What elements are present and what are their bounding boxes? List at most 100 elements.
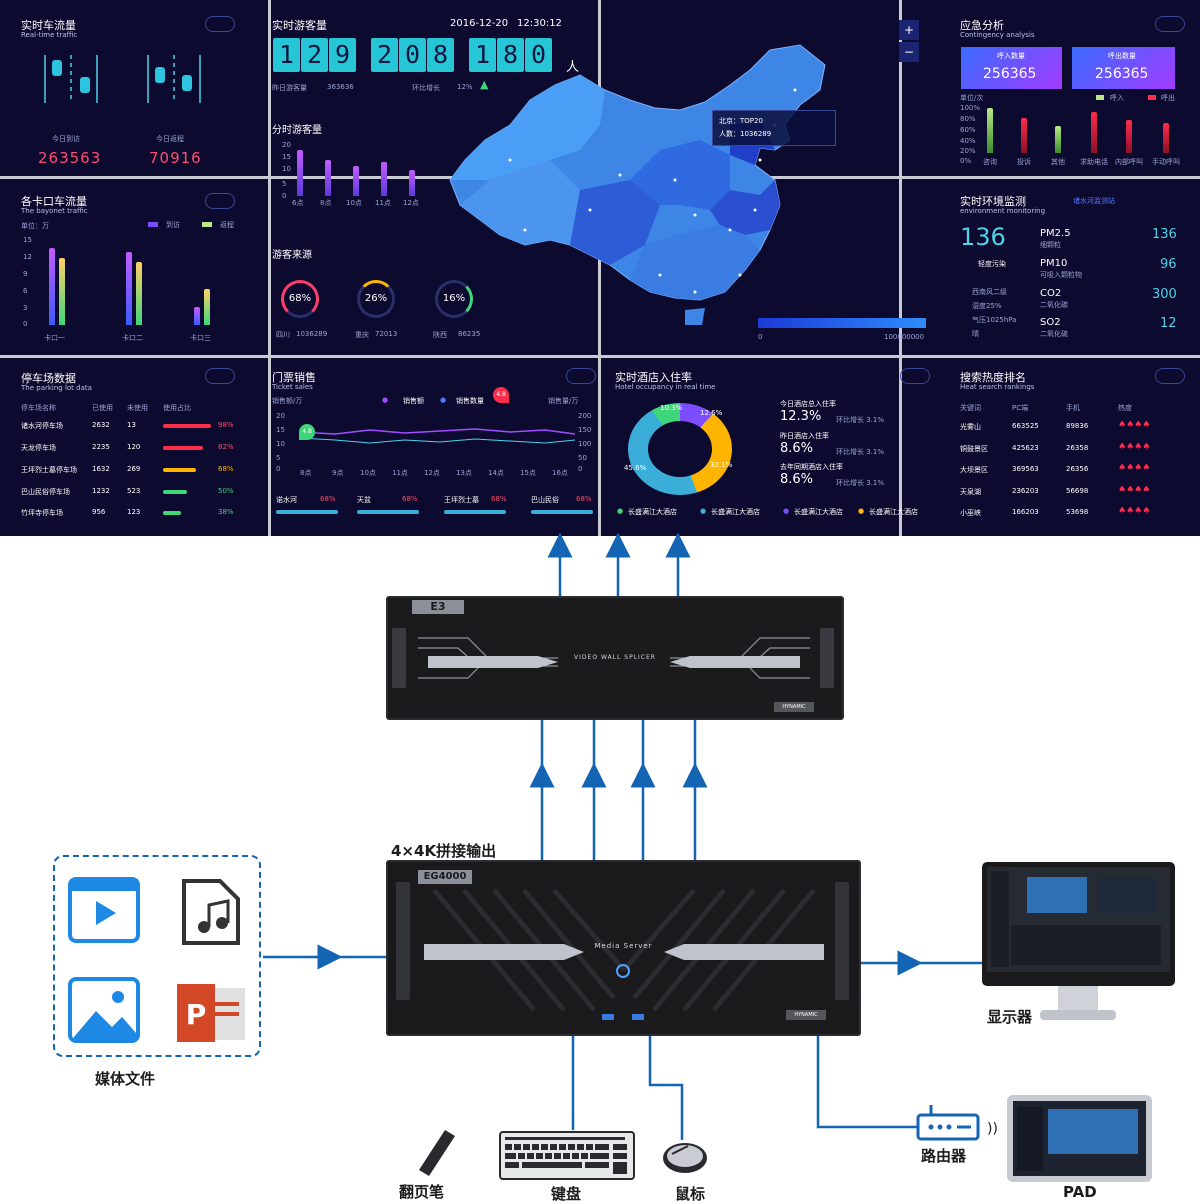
search-cell: 天泉湖 <box>960 488 981 496</box>
counter-digit: 8 <box>427 38 454 72</box>
source-pct: 16% <box>442 293 466 304</box>
bayonet-bar <box>59 258 65 325</box>
hourly-x-tick: 12点 <box>403 199 419 207</box>
hourly-x-tick: 6点 <box>292 199 304 207</box>
emergency-bar <box>1091 112 1097 153</box>
hourly-y-tick: 10 <box>282 165 291 173</box>
hotel-donut-hole <box>648 421 712 477</box>
counter-digit: 2 <box>371 38 398 72</box>
hourly-bar <box>381 162 387 196</box>
search-cell: 铜鼓景区 <box>960 445 988 453</box>
china-map <box>449 44 826 325</box>
hotel-title: 实时酒店入住率 <box>615 371 692 384</box>
search-header: 关键词 <box>960 404 981 412</box>
emergency-subtitle: Contingency analysis <box>960 31 1035 39</box>
panel-toggle[interactable] <box>205 193 235 209</box>
tickets-right-axis: 销售量/万 <box>548 397 579 405</box>
tickets-x-tick: 15点 <box>520 469 536 477</box>
tile-border <box>0 355 1200 358</box>
parking-cell: 68% <box>218 465 234 473</box>
emergency-x-tick: 投诉 <box>1017 158 1031 166</box>
splicer-model: E3 <box>412 600 464 614</box>
mouse-icon <box>663 1143 707 1173</box>
hourly-x-tick: 11点 <box>375 199 391 207</box>
usb-port[interactable] <box>632 1014 644 1020</box>
tickets-y2-tick: 50 <box>578 454 587 462</box>
hotel-ring-note: 环比增长 3.1% <box>836 479 885 487</box>
zoom-in-button[interactable]: + <box>899 20 919 40</box>
panel-toggle[interactable] <box>1155 16 1185 32</box>
bayonet-title: 各卡口车流量 <box>21 195 87 208</box>
env-item-value: 300 <box>1152 287 1177 302</box>
rack-handle <box>392 628 406 688</box>
hourly-bar <box>353 166 359 196</box>
today-out-value: 70916 <box>149 149 202 167</box>
donut-label: 45.6% <box>624 464 647 472</box>
panel-toggle[interactable] <box>1155 368 1185 384</box>
zoom-out-button[interactable]: − <box>899 42 919 62</box>
call-out-value: 256365 <box>1095 66 1149 82</box>
parking-header: 停车场名称 <box>21 404 56 412</box>
screen-timeline <box>1011 925 1161 965</box>
circuit-pattern <box>418 637 810 679</box>
monitor <box>982 862 1175 986</box>
tickets-y-tick: 15 <box>276 426 285 434</box>
traffic-title: 实时车流量 <box>21 19 76 32</box>
tickets-y2-tick: 0 <box>578 465 583 473</box>
hourly-y-tick: 15 <box>282 153 291 161</box>
ticket-pct: 68% <box>320 495 336 503</box>
emergency-x-tick: 咨询 <box>983 158 997 166</box>
search-cell: 53698 <box>1066 508 1089 516</box>
counter-digit: 0 <box>399 38 426 72</box>
legend-dot-icon: ● <box>617 507 624 515</box>
source-city: 陕西 <box>433 331 447 339</box>
growth-value: 12% <box>457 83 473 91</box>
source-title: 游客来源 <box>272 250 312 261</box>
parking-cell: 82% <box>218 443 234 451</box>
bayonet-y-tick: 0 <box>23 320 28 328</box>
legend-b-icon: ● <box>440 396 447 404</box>
parking-cell: 956 <box>92 508 106 516</box>
road-graphic <box>44 55 201 103</box>
search-cell: 166203 <box>1012 508 1039 516</box>
env-station[interactable]: 诸水河监测站 <box>1073 197 1115 205</box>
panel-toggle[interactable] <box>900 368 930 384</box>
bayonet-subtitle: The bayonet traffic <box>21 207 88 215</box>
emergency-x-tick: 内部呼叫 <box>1115 158 1143 166</box>
splicer-name: VIDEO WALL SPLICER <box>574 654 656 661</box>
video-file-icon <box>68 877 140 943</box>
emergency-x-tick: 手动呼叫 <box>1152 158 1180 166</box>
hotel-yesterday-label: 昨日酒店入住率 <box>780 432 829 440</box>
panel-toggle[interactable] <box>205 16 235 32</box>
source-pct: 26% <box>364 293 388 304</box>
legend-in: 呼入 <box>1110 94 1124 102</box>
hourly-y-tick: 0 <box>282 192 287 200</box>
env-item-desc: 可吸入颗粒物 <box>1040 271 1082 279</box>
usb-port[interactable] <box>602 1014 614 1020</box>
growth-label: 环比增长 <box>412 84 440 92</box>
rack-handle <box>820 628 834 688</box>
env-pressure: 气压1025hPa <box>972 316 1017 324</box>
hotel-legend: 长盛满江大酒店 <box>794 508 843 516</box>
tickets-y2-tick: 150 <box>578 426 592 434</box>
bayonet-bar <box>126 252 132 325</box>
parking-cell: 98% <box>218 421 234 429</box>
counter-digit: 1 <box>273 38 300 72</box>
hotel-ring-note: 环比增长 3.1% <box>836 416 885 424</box>
power-button-icon[interactable] <box>616 964 630 978</box>
parking-cell: 天龙停车场 <box>21 444 56 452</box>
emergency-y-tick: 100% <box>960 104 981 112</box>
search-subtitle: Heat search rankings <box>960 383 1035 391</box>
legend-a-icon: ● <box>382 396 389 404</box>
server-name: Media Server <box>594 942 653 950</box>
env-item-value: 96 <box>1160 257 1177 272</box>
panel-toggle[interactable] <box>566 368 596 384</box>
source-ring <box>281 280 319 318</box>
env-item-desc: 二氧化硫 <box>1040 330 1068 338</box>
parking-cell: 123 <box>127 508 141 516</box>
panel-toggle[interactable] <box>205 368 235 384</box>
hotel-donut <box>628 403 732 495</box>
tickets-y2-tick: 200 <box>578 412 592 420</box>
splicer-brand: HYNAMIC <box>774 702 814 712</box>
legend-dot-icon: ● <box>700 507 707 515</box>
